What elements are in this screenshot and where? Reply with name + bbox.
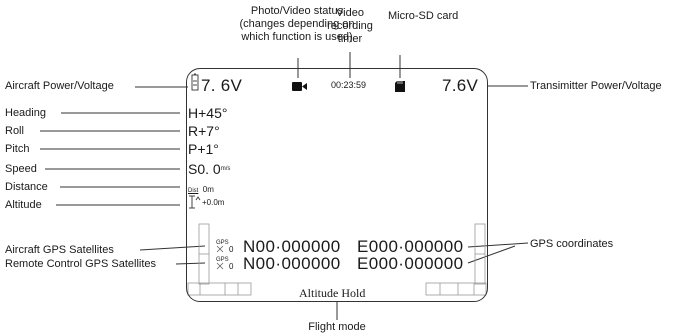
altitude-icon	[189, 195, 201, 209]
aircraft-voltage: 7. 6V	[201, 76, 243, 95]
remote-longitude: E000·000000	[357, 254, 464, 273]
remote-sat-count: 0	[229, 262, 234, 271]
remote-gps-label: Remote Control GPS Satellites	[5, 258, 157, 270]
satellite-icon	[216, 245, 224, 253]
video-camera-icon	[292, 82, 307, 91]
leader-gps-1	[467, 242, 529, 248]
leader-aircraft-gps	[139, 245, 206, 251]
aircraft-latitude: N00·000000	[243, 237, 341, 256]
leader-remote-gps	[175, 262, 206, 265]
distance-tag: Dist	[188, 188, 199, 194]
sd-card-icon	[395, 81, 405, 92]
altitude-label: Altitude	[5, 199, 42, 211]
pitch-value: P+1°	[188, 141, 219, 157]
roll-label: Roll	[5, 125, 24, 137]
remote-sat-tag: GPS	[216, 257, 229, 263]
remote-latitude: N00·000000	[243, 254, 341, 273]
gps-coordinates-label: GPS coordinates	[530, 238, 614, 250]
heading-label: Heading	[5, 107, 46, 119]
distance-value: Dist 0m	[188, 179, 214, 197]
satellite-icon	[216, 262, 224, 270]
recording-timer: 00:23:59	[331, 80, 367, 90]
heading-value: H+45°	[188, 105, 228, 121]
controller-screen	[186, 68, 488, 302]
video-timer-label: Video recording timer	[327, 7, 373, 45]
roll-value: R+7°	[188, 123, 220, 139]
transmitter-power-label: Transimitter Power/Voltage	[530, 80, 662, 92]
leader-gps-2	[467, 245, 516, 264]
distance-label: Distance	[5, 181, 48, 193]
distance-number: 0m	[202, 185, 214, 194]
transmitter-voltage: 7.6V	[442, 76, 479, 95]
photo-video-status-label: Photo/Video status (changes depending on…	[239, 5, 355, 43]
speed-label: Speed	[5, 163, 37, 175]
microsd-label: Micro-SD card	[388, 10, 459, 22]
altitude-value: +0.0m	[202, 198, 225, 207]
flight-mode-value: Altitude Hold	[299, 286, 366, 300]
aircraft-sat-tag: GPS	[216, 240, 229, 246]
speed-value: S0. 0m/s	[188, 161, 230, 177]
flight-mode-label: Flight mode	[308, 321, 366, 333]
aircraft-sat-count: 0	[229, 245, 234, 254]
aircraft-longitude: E000·000000	[357, 237, 464, 256]
speed-unit: m/s	[220, 166, 231, 172]
aircraft-power-label: Aircraft Power/Voltage	[5, 80, 114, 92]
aircraft-gps-label: Aircraft GPS Satellites	[5, 244, 114, 256]
pitch-label: Pitch	[5, 143, 30, 155]
speed-number: S0. 0	[188, 161, 221, 177]
